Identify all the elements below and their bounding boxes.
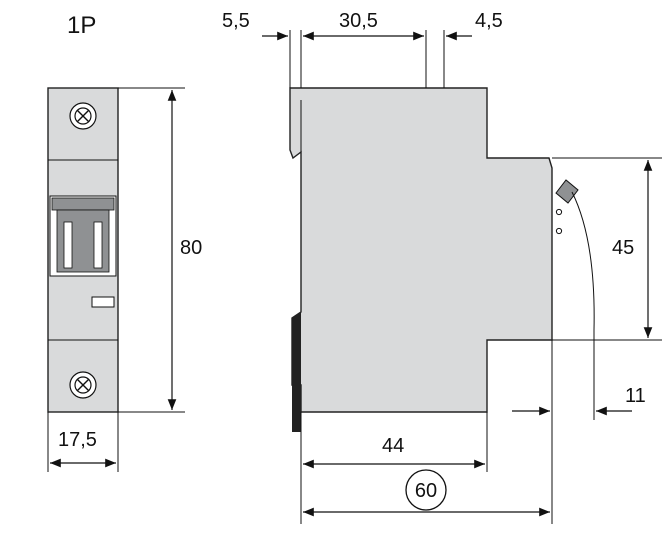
bottom-terminal-screw-icon <box>69 371 97 399</box>
top-terminal-screw-icon <box>69 102 97 130</box>
side-terminal-screw-icon <box>555 179 579 235</box>
bottom-total-label: 60 <box>415 480 437 502</box>
screwdriver-path <box>571 191 595 420</box>
right-offset-label: 11 <box>625 385 646 407</box>
top-middle-label: 30,5 <box>339 10 378 32</box>
front-view: 80 17,5 <box>47 87 202 472</box>
top-right-label: 4,5 <box>475 10 503 32</box>
right-height-label: 45 <box>612 237 634 259</box>
side-view: 5,5 30,5 4,5 45 11 44 60 <box>222 10 662 524</box>
top-left-label: 5,5 <box>222 10 250 32</box>
height-label: 80 <box>180 237 202 259</box>
bottom-inner-label: 44 <box>382 435 404 457</box>
din-rail-clip <box>292 312 301 432</box>
pole-count-title: 1P <box>67 12 96 39</box>
total-label-circle <box>405 469 447 511</box>
width-label: 17,5 <box>58 429 97 451</box>
side-body <box>289 87 553 413</box>
status-indicator <box>91 296 115 308</box>
toggle-handle <box>49 195 117 277</box>
